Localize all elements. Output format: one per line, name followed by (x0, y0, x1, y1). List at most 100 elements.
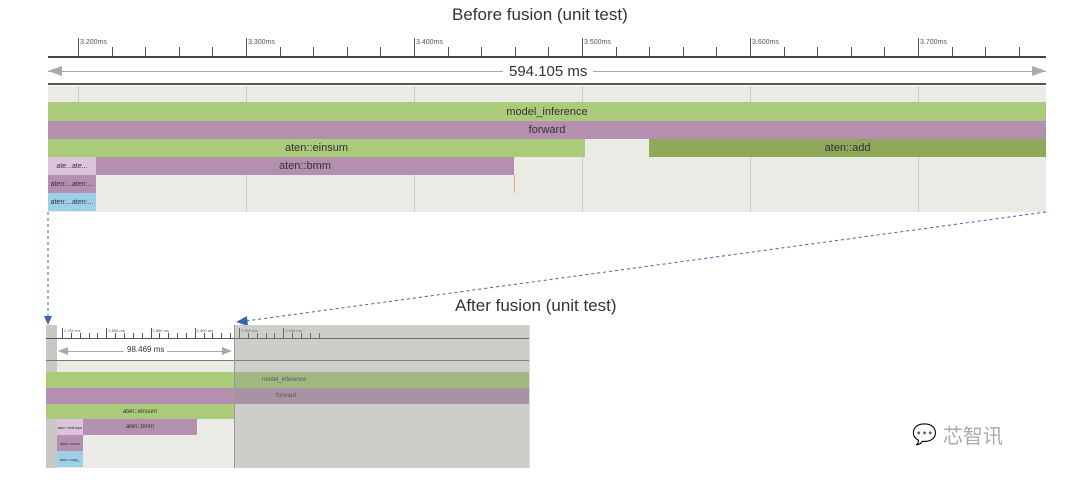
arrowhead-down-icon (44, 316, 52, 325)
ruler-tick (918, 38, 919, 56)
bar-bmm[interactable]: aten::bmm (96, 157, 514, 175)
ruler-tick (150, 328, 152, 338)
bar-reshape[interactable]: aten::reshape (57, 419, 83, 435)
ruler-tick (132, 333, 134, 338)
bar-small-3[interactable]: aten:...aten:... (48, 193, 96, 211)
bar-tiny (514, 175, 515, 193)
ruler-tick (141, 333, 143, 338)
ruler-tick (615, 47, 617, 56)
ruler-tick (951, 47, 953, 56)
arrow-left-icon (48, 66, 62, 76)
ruler-tick (884, 47, 886, 56)
ruler-tick (230, 333, 232, 338)
dimmed-region (234, 325, 530, 468)
ruler-tick (97, 333, 99, 338)
ruler-tick-label: 3.300ms (248, 39, 275, 46)
after-title: After fusion (unit test) (455, 296, 617, 315)
ruler-tick (111, 47, 113, 56)
ruler-tick (123, 333, 125, 338)
ruler-tick (115, 333, 117, 338)
ruler-tick-label: 3.200ms (80, 39, 107, 46)
ruler-tick-label: 2.850 ms (152, 328, 169, 333)
ruler-tick (985, 47, 987, 56)
arrow-right-icon (222, 347, 232, 355)
ruler-tick-label: 3.000 ms (285, 328, 302, 333)
ruler-tick (159, 333, 161, 338)
ruler-tick (850, 47, 852, 56)
ruler-tick (265, 333, 267, 338)
ruler-tick (682, 47, 684, 56)
bar-einsum[interactable]: aten::einsum (48, 139, 585, 157)
ruler-tick (78, 38, 79, 56)
ruler-tick (380, 47, 382, 56)
ruler-tick (178, 47, 180, 56)
ruler-tick-label: 2.800 ms (108, 328, 125, 333)
ruler-tick (514, 47, 516, 56)
ruler-tick (177, 333, 179, 338)
ruler-tick (300, 333, 302, 338)
watermark: 💬 芯智讯 (912, 420, 1003, 449)
bar-copy[interactable]: aten::copy_ (57, 451, 83, 467)
ruler-tick (283, 328, 285, 338)
ruler-tick (817, 47, 819, 56)
ruler-tick (212, 47, 214, 56)
duration-label: 594.105 ms (503, 63, 594, 80)
ruler-tick (203, 333, 205, 338)
ruler-tick (346, 47, 348, 56)
ruler-tick (70, 333, 72, 338)
bar-bmm[interactable]: aten::bmm (83, 419, 197, 435)
ruler-bottom-line (48, 83, 1046, 85)
wechat-icon: 💬 (912, 424, 937, 446)
ruler-tick (750, 38, 751, 56)
ruler-tick (447, 47, 449, 56)
bar-clone[interactable]: aten::clone (57, 435, 83, 451)
ruler-tick (309, 333, 311, 338)
bar-small-1[interactable]: ate...ate... (48, 157, 96, 175)
ruler-tick (246, 38, 247, 56)
bar-model-inference[interactable]: model_inference (48, 102, 1046, 121)
bar-einsum[interactable]: aten::einsum (46, 404, 234, 419)
ruler-tick (185, 333, 187, 338)
ruler-tick (313, 47, 315, 56)
watermark-text: 芯智讯 (942, 426, 1003, 448)
ruler-tick-label: 3.700ms (920, 39, 947, 46)
ruler-tick-label: 2.750 ms (64, 328, 81, 333)
connector-right (245, 211, 1047, 322)
bar-forward[interactable]: forward (46, 388, 529, 404)
before-title: Before fusion (unit test) (452, 5, 628, 24)
ruler-tick (88, 333, 90, 338)
before-timeline: 3.200ms 3.300ms 3.400ms 3.500ms 3.600ms 3.700… (48, 30, 1046, 212)
bar-forward[interactable]: forward (48, 121, 1046, 139)
arrow-right-icon (1032, 66, 1046, 76)
ruler-tick-label: 2.900 ms (196, 328, 214, 333)
ruler-tick (274, 333, 276, 338)
duration-label: 98.469 ms (124, 345, 168, 354)
bar-model-inference[interactable]: model_inference (46, 372, 529, 388)
ruler-tick-label: 3.600ms (752, 39, 779, 46)
ruler-tick (649, 47, 651, 56)
ruler-tick (716, 47, 718, 56)
ruler-tick (582, 38, 583, 56)
ruler-line (46, 338, 529, 339)
ruler-tick (212, 333, 214, 338)
ruler-tick (481, 47, 483, 56)
bar-add[interactable]: aten::add (649, 139, 1046, 157)
bar-small-2[interactable]: aten:...aten:... (48, 175, 96, 193)
ruler-tick-label: 3.400ms (416, 39, 443, 46)
ruler-tick (239, 328, 240, 338)
ruler-tick (292, 333, 294, 338)
ruler-tick (548, 47, 550, 56)
ruler-tick (145, 47, 147, 56)
arrow-left-icon (58, 347, 68, 355)
ruler-tick (62, 328, 63, 338)
ruler-bottom-line (46, 360, 529, 361)
ruler-tick (783, 47, 785, 56)
ruler-tick (279, 47, 281, 56)
ruler-tick (247, 333, 249, 338)
ruler-tick-label: 3.500ms (584, 39, 611, 46)
ruler-tick (256, 333, 258, 338)
ruler-tick (106, 328, 108, 338)
ruler-tick (194, 328, 196, 338)
